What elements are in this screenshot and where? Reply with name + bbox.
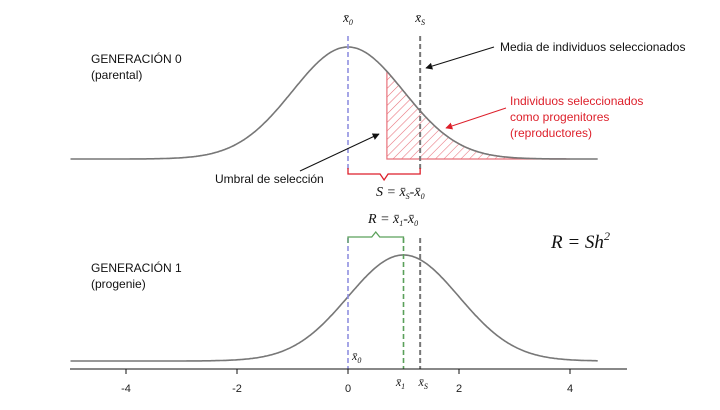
parental-mean-label: x̄0 (342, 10, 353, 27)
generation-0-panel: GENERACIÓN 0 (parental) x̄0 x̄S Media de… (70, 10, 685, 201)
offspring-distribution-curve (70, 254, 598, 362)
x-tick-label: 0 (345, 383, 351, 395)
selection-differential-bracket (347, 168, 421, 182)
selected-individuals-annotation-line-3: (reproductores) (510, 126, 592, 140)
selected-individuals-annotation-line-1: Individuos seleccionados (510, 94, 643, 108)
x-tick-label: -2 (232, 383, 242, 395)
breeders-equation: R = Sh2 (550, 229, 610, 253)
response-label: R = x̄1-x̄0 (367, 212, 418, 228)
parental-mean-axis-label: x̄0 (351, 349, 361, 365)
x-axis-ticks: -4 -2 0 2 4 (121, 369, 573, 395)
selected-mean-annotation: Media de individuos seleccionados (500, 40, 685, 54)
response-bracket (347, 230, 405, 243)
generation-0-title: GENERACIÓN 0 (91, 51, 182, 66)
threshold-annotation: Umbral de selección (215, 172, 324, 186)
generation-1-panel: GENERACIÓN 1 (progenie) R = x̄1-x̄0 R = … (70, 212, 627, 395)
selected-mean-label: x̄S (414, 10, 425, 27)
generation-1-title: GENERACIÓN 1 (91, 260, 182, 275)
parental-distribution-curve (70, 46, 598, 160)
selected-mean-arrow (425, 46, 495, 70)
generation-0-subtitle: (parental) (91, 68, 142, 82)
selected-individuals-annotation-line-2: como progenitores (510, 110, 609, 124)
threshold-arrow (299, 133, 380, 172)
selection-differential-label: S = x̄S-x̄0 (376, 185, 425, 201)
offspring-mean-axis-label: x̄1 (395, 375, 405, 391)
selected-individuals-arrow (445, 107, 507, 130)
generation-1-subtitle: (progenie) (91, 277, 146, 291)
x-tick-label: 2 (456, 383, 462, 395)
x-tick-label: 4 (567, 383, 573, 395)
selected-mean-axis-label: x̄S (417, 375, 427, 391)
x-tick-label: -4 (121, 383, 131, 395)
